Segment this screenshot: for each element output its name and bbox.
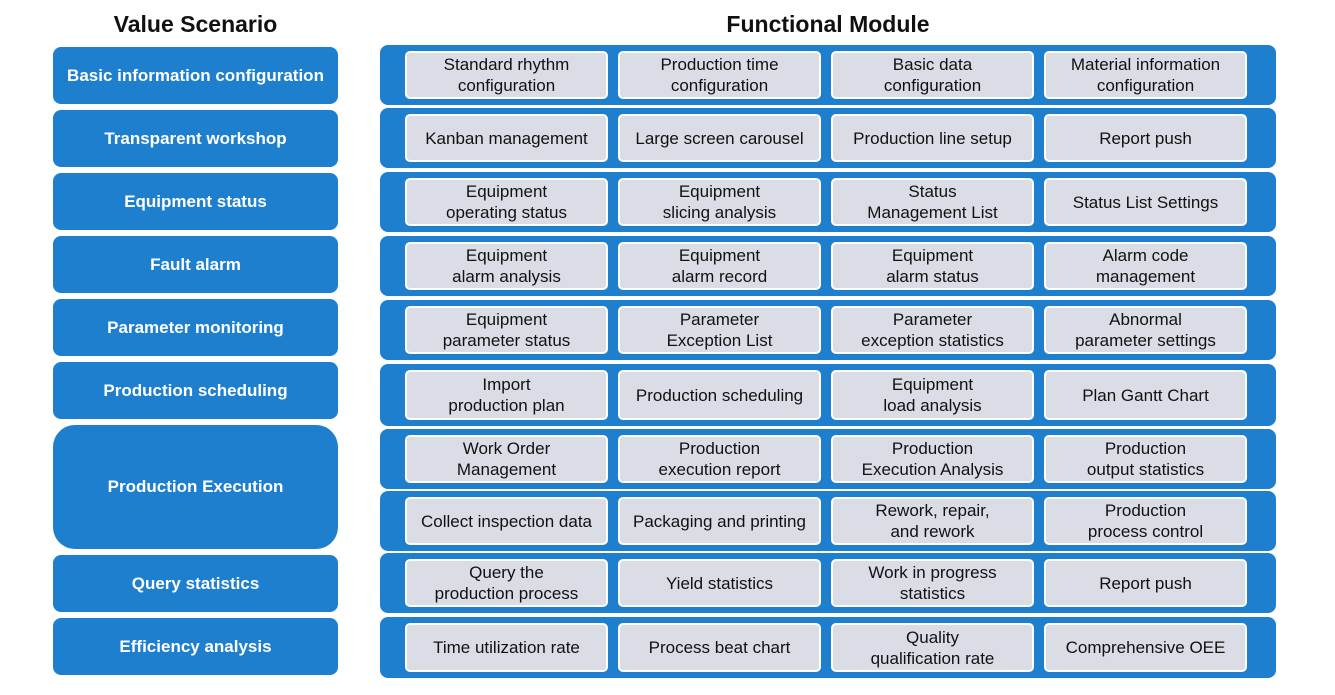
module-cell: Process beat chart: [618, 623, 821, 672]
module-cell: Equipment alarm status: [831, 242, 1034, 290]
module-cell: Production Execution Analysis: [831, 435, 1034, 483]
module-cell: Production execution report: [618, 435, 821, 483]
scenario-production-execution: Production Execution: [53, 425, 338, 549]
module-cell: Large screen carousel: [618, 114, 821, 162]
module-cell: Kanban management: [405, 114, 608, 162]
module-cell: Work Order Management: [405, 435, 608, 483]
module-cell: Alarm code management: [1044, 242, 1247, 290]
module-cell: Equipment operating status: [405, 178, 608, 226]
module-cell: Status Management List: [831, 178, 1034, 226]
scenario-production-scheduling: Production scheduling: [53, 362, 338, 419]
scenario-equipment-status: Equipment status: [53, 173, 338, 230]
module-cell: Equipment load analysis: [831, 370, 1034, 420]
module-cell: Equipment alarm record: [618, 242, 821, 290]
module-cell: Basic data configuration: [831, 51, 1034, 99]
module-cell: Production scheduling: [618, 370, 821, 420]
module-cell: Production output statistics: [1044, 435, 1247, 483]
module-cell: Production process control: [1044, 497, 1247, 545]
module-cell: Plan Gantt Chart: [1044, 370, 1247, 420]
module-cell: Comprehensive OEE: [1044, 623, 1247, 672]
module-cell: Standard rhythm configuration: [405, 51, 608, 99]
scenario-query-statistics: Query statistics: [53, 555, 338, 612]
module-cell: Rework, repair, and rework: [831, 497, 1034, 545]
module-cell: Quality qualification rate: [831, 623, 1034, 672]
module-cell: Collect inspection data: [405, 497, 608, 545]
module-cell: Status List Settings: [1044, 178, 1247, 226]
module-cell: Work in progress statistics: [831, 559, 1034, 607]
module-cell: Report push: [1044, 114, 1247, 162]
module-cell: Report push: [1044, 559, 1247, 607]
module-cell: Material information configuration: [1044, 51, 1247, 99]
scenario-parameter-monitoring: Parameter monitoring: [53, 299, 338, 356]
module-cell: Abnormal parameter settings: [1044, 306, 1247, 354]
module-cell: Packaging and printing: [618, 497, 821, 545]
module-cell: Parameter Exception List: [618, 306, 821, 354]
scenario-fault-alarm: Fault alarm: [53, 236, 338, 293]
module-cell: Parameter exception statistics: [831, 306, 1034, 354]
scenario-transparent-workshop: Transparent workshop: [53, 110, 338, 167]
module-cell: Yield statistics: [618, 559, 821, 607]
module-cell: Query the production process: [405, 559, 608, 607]
module-cell: Production line setup: [831, 114, 1034, 162]
value-scenario-header: Value Scenario: [113, 11, 278, 37]
module-cell: Production time configuration: [618, 51, 821, 99]
scenario-efficiency-analysis: Efficiency analysis: [53, 618, 338, 675]
functional-module-header: Functional Module: [726, 11, 930, 37]
module-cell: Import production plan: [405, 370, 608, 420]
module-cell: Equipment parameter status: [405, 306, 608, 354]
scenario-basic-information-configuration: Basic information configuration: [53, 47, 338, 104]
module-cell: Time utilization rate: [405, 623, 608, 672]
module-cell: Equipment alarm analysis: [405, 242, 608, 290]
module-cell: Equipment slicing analysis: [618, 178, 821, 226]
